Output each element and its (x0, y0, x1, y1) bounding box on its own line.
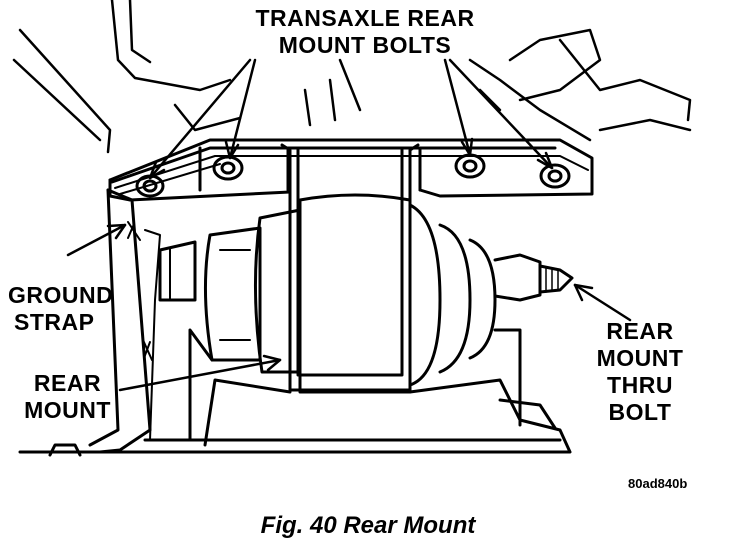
bracket-bolt-3 (454, 153, 486, 179)
thru-bolt (158, 240, 574, 302)
figure-code: 80ad840b (628, 476, 688, 491)
leader-arrows (66, 58, 632, 392)
transaxle-housing (12, 0, 692, 154)
label-line: REAR (606, 318, 674, 344)
rear-mount-body (203, 193, 497, 394)
label-line: THRU (607, 372, 673, 398)
ground-strap (88, 188, 161, 454)
bracket-bolt-4 (539, 163, 571, 189)
mount-base (18, 328, 572, 457)
figure-caption: Fig. 40 Rear Mount (260, 512, 476, 539)
label-line: REAR (33, 370, 102, 396)
u-bracket (280, 143, 420, 392)
label-line: MOUNT (24, 397, 111, 423)
label-line: MOUNT BOLTS (278, 32, 452, 58)
label-line: BOLT (608, 399, 672, 425)
label-line: GROUND (8, 282, 114, 308)
label-line: MOUNT (596, 345, 684, 371)
label-rear-mount-thru-bolt: REAR MOUNT THRU BOLT (585, 318, 695, 426)
label-ground-strap: GROUND STRAP (8, 282, 113, 336)
bracket-bolt-1 (212, 155, 244, 181)
label-rear-mount: REAR MOUNT (10, 370, 125, 424)
mount-bracket (108, 138, 594, 202)
label-line: TRANSAXLE REAR (255, 5, 475, 31)
label-line: STRAP (14, 309, 95, 335)
label-transaxle-mount-bolts: TRANSAXLE REAR MOUNT BOLTS (200, 5, 530, 59)
